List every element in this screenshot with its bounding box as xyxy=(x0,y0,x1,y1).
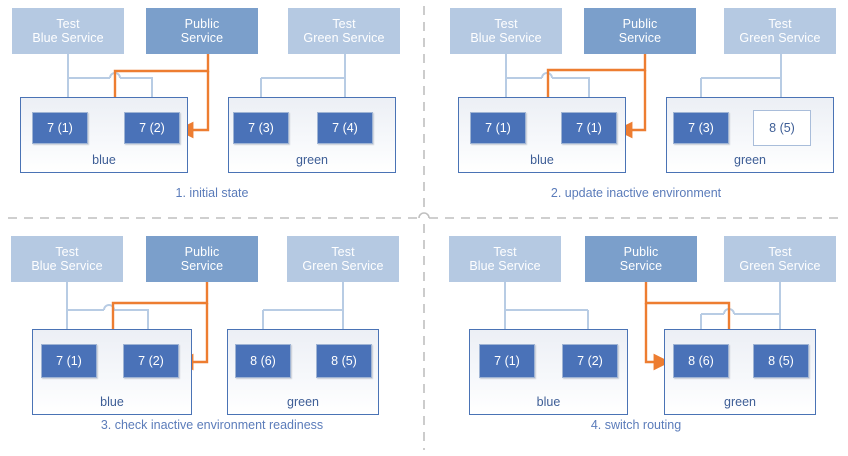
panel-2: Test Blue Service Public Service Test Gr… xyxy=(424,0,848,228)
pod-blue-2[interactable]: 7 (1) xyxy=(561,112,617,144)
pod-blue-1[interactable]: 7 (1) xyxy=(41,344,97,378)
divider-hop-arc xyxy=(418,212,430,219)
service-test-blue[interactable]: Test Blue Service xyxy=(11,236,123,282)
pod-green-2[interactable]: 8 (5) xyxy=(316,344,372,378)
environment-blue-label: blue xyxy=(530,153,554,167)
pod-blue-1[interactable]: 7 (1) xyxy=(470,112,526,144)
pod-green-1[interactable]: 7 (3) xyxy=(233,112,289,144)
panel-4-caption: 4. switch routing xyxy=(590,418,682,432)
panel-1-caption: 1. initial state xyxy=(175,186,249,200)
service-test-green[interactable]: Test Green Service xyxy=(724,8,836,54)
service-test-green[interactable]: Test Green Service xyxy=(287,236,399,282)
panel-4: Test Blue Service Public Service Test Gr… xyxy=(424,228,848,456)
pod-green-1[interactable]: 8 (6) xyxy=(235,344,291,378)
pod-green-2[interactable]: 8 (5) xyxy=(753,110,811,146)
service-public[interactable]: Public Service xyxy=(146,8,258,54)
panel-2-caption: 2. update inactive environment xyxy=(550,186,722,200)
service-public[interactable]: Public Service xyxy=(585,236,697,282)
pod-green-1[interactable]: 7 (3) xyxy=(673,112,729,144)
pod-blue-1[interactable]: 7 (1) xyxy=(32,112,88,144)
environment-blue-label: blue xyxy=(536,395,561,409)
pod-blue-2[interactable]: 7 (2) xyxy=(123,344,179,378)
environment-green-label: green xyxy=(734,153,766,167)
service-test-blue[interactable]: Test Blue Service xyxy=(12,8,124,54)
service-test-blue[interactable]: Test Blue Service xyxy=(449,236,561,282)
pod-blue-2[interactable]: 7 (2) xyxy=(562,344,618,378)
service-test-green[interactable]: Test Green Service xyxy=(724,236,836,282)
pod-blue-1[interactable]: 7 (1) xyxy=(479,344,535,378)
panel-1: Test Blue Service Public Service Test Gr… xyxy=(0,0,424,228)
panel-3: Test Blue Service Public Service Test Gr… xyxy=(0,228,424,456)
panel-3-caption: 3. check inactive environment readiness xyxy=(100,418,324,432)
environment-blue-label: blue xyxy=(100,395,124,409)
pod-green-2[interactable]: 8 (5) xyxy=(753,344,809,378)
panel-2-connectors xyxy=(504,53,796,139)
pod-blue-2[interactable]: 7 (2) xyxy=(124,112,180,144)
environment-green-label: green xyxy=(724,395,756,409)
service-test-green[interactable]: Test Green Service xyxy=(288,8,400,54)
pod-green-1[interactable]: 8 (6) xyxy=(673,344,729,378)
environment-green-label: green xyxy=(296,153,328,167)
service-test-blue[interactable]: Test Blue Service xyxy=(450,8,562,54)
service-public[interactable]: Public Service xyxy=(584,8,696,54)
environment-green-label: green xyxy=(287,395,319,409)
pod-green-2[interactable]: 7 (4) xyxy=(317,112,373,144)
test-blue-fanout xyxy=(503,281,603,353)
environment-blue-label: blue xyxy=(92,153,116,167)
service-public[interactable]: Public Service xyxy=(146,236,258,282)
